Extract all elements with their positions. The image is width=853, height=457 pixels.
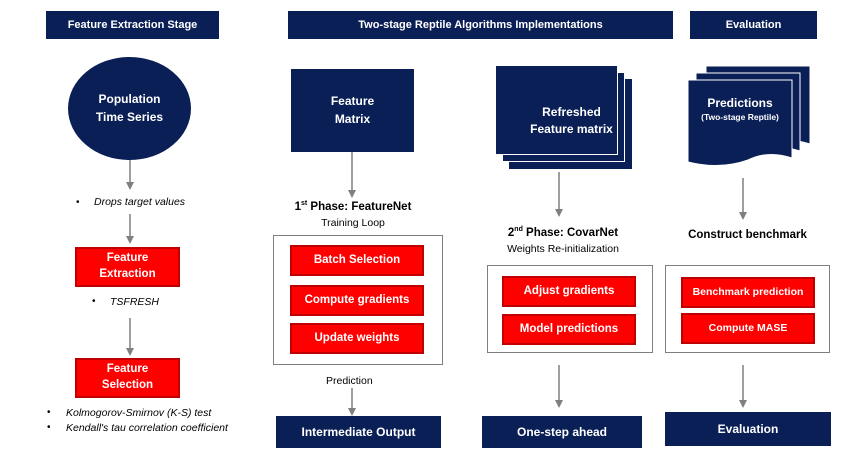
predictions-line2: (Two-stage Reptile) (701, 112, 779, 122)
refreshed-feature-matrix-node: Refreshed Feature matrix (495, 65, 618, 155)
model-predictions-step: Model predictions (502, 314, 636, 345)
predictions-document-stack (687, 66, 811, 166)
construct-benchmark-label: Construct benchmark (688, 229, 807, 241)
one-step-ahead-node: One-step ahead (482, 416, 642, 448)
adjust-gradients-step: Adjust gradients (502, 276, 636, 307)
batch-selection-step: Batch Selection (290, 245, 424, 276)
phase1-number: 1 (294, 201, 301, 213)
phase2-title: 2nd Phase: CovarNet (478, 226, 648, 239)
prediction-label: Prediction (326, 375, 373, 387)
intermediate-output-node: Intermediate Output (276, 416, 441, 448)
predictions-line1: Predictions (707, 96, 773, 110)
population-time-series-node: Population Time Series (68, 57, 191, 160)
feature-selection-node: Feature Selection (75, 358, 180, 398)
drops-target-values-note: Drops target values (94, 196, 186, 208)
feature-matrix-node: Feature Matrix (291, 69, 414, 152)
feature-matrix-line1: Feature (330, 94, 375, 109)
header-evaluation: Evaluation (690, 11, 817, 39)
predictions-text: Predictions (Two-stage Reptile) (686, 96, 794, 122)
bullet-dot: • (92, 296, 96, 307)
phase1-text: Phase: FeatureNet (307, 201, 412, 213)
feature-extraction-line2: Extraction (99, 268, 156, 280)
benchmark-prediction-step: Benchmark prediction (681, 277, 815, 308)
compute-gradients-step: Compute gradients (290, 285, 424, 316)
bullet-dot: • (47, 407, 51, 418)
bullet-dot: • (47, 422, 51, 433)
compute-mase-step: Compute MASE (681, 313, 815, 344)
feature-selection-line1: Feature (106, 363, 149, 376)
phase1-title: 1st Phase: FeatureNet (268, 200, 438, 213)
phase1-ordinal-suffix: st (300, 200, 308, 207)
feature-selection-line2: Selection (101, 379, 154, 391)
phase2-number: 2 (507, 227, 515, 239)
training-loop-label: Training Loop (321, 217, 385, 229)
ks-test-note: Kolmogorov-Smirnov (K-S) test (66, 407, 212, 419)
phase2-ordinal-suffix: nd (514, 226, 523, 233)
refreshed-line2: Feature matrix (530, 122, 613, 136)
population-line1: Population (98, 92, 161, 107)
feature-extraction-line1: Feature (106, 252, 149, 265)
kendall-tau-note: Kendall's tau correlation coefficient (66, 422, 228, 434)
refreshed-line1: Refreshed (542, 104, 601, 119)
header-feature-extraction-stage: Feature Extraction Stage (46, 11, 219, 39)
header-implementation: Two-stage Reptile Algorithms Implementat… (288, 11, 673, 39)
bullet-dot: • (76, 197, 80, 208)
population-line2: Time Series (95, 109, 164, 124)
feature-extraction-node: Feature Extraction (75, 247, 180, 287)
feature-matrix-line2: Matrix (334, 111, 371, 126)
phase2-text: Phase: CovarNet (522, 227, 619, 239)
update-weights-step: Update weights (290, 323, 424, 354)
weights-reinit-label: Weights Re-initialization (507, 243, 619, 255)
evaluation-node: Evaluation (665, 412, 831, 446)
tsfresh-note: TSFRESH (110, 296, 160, 308)
